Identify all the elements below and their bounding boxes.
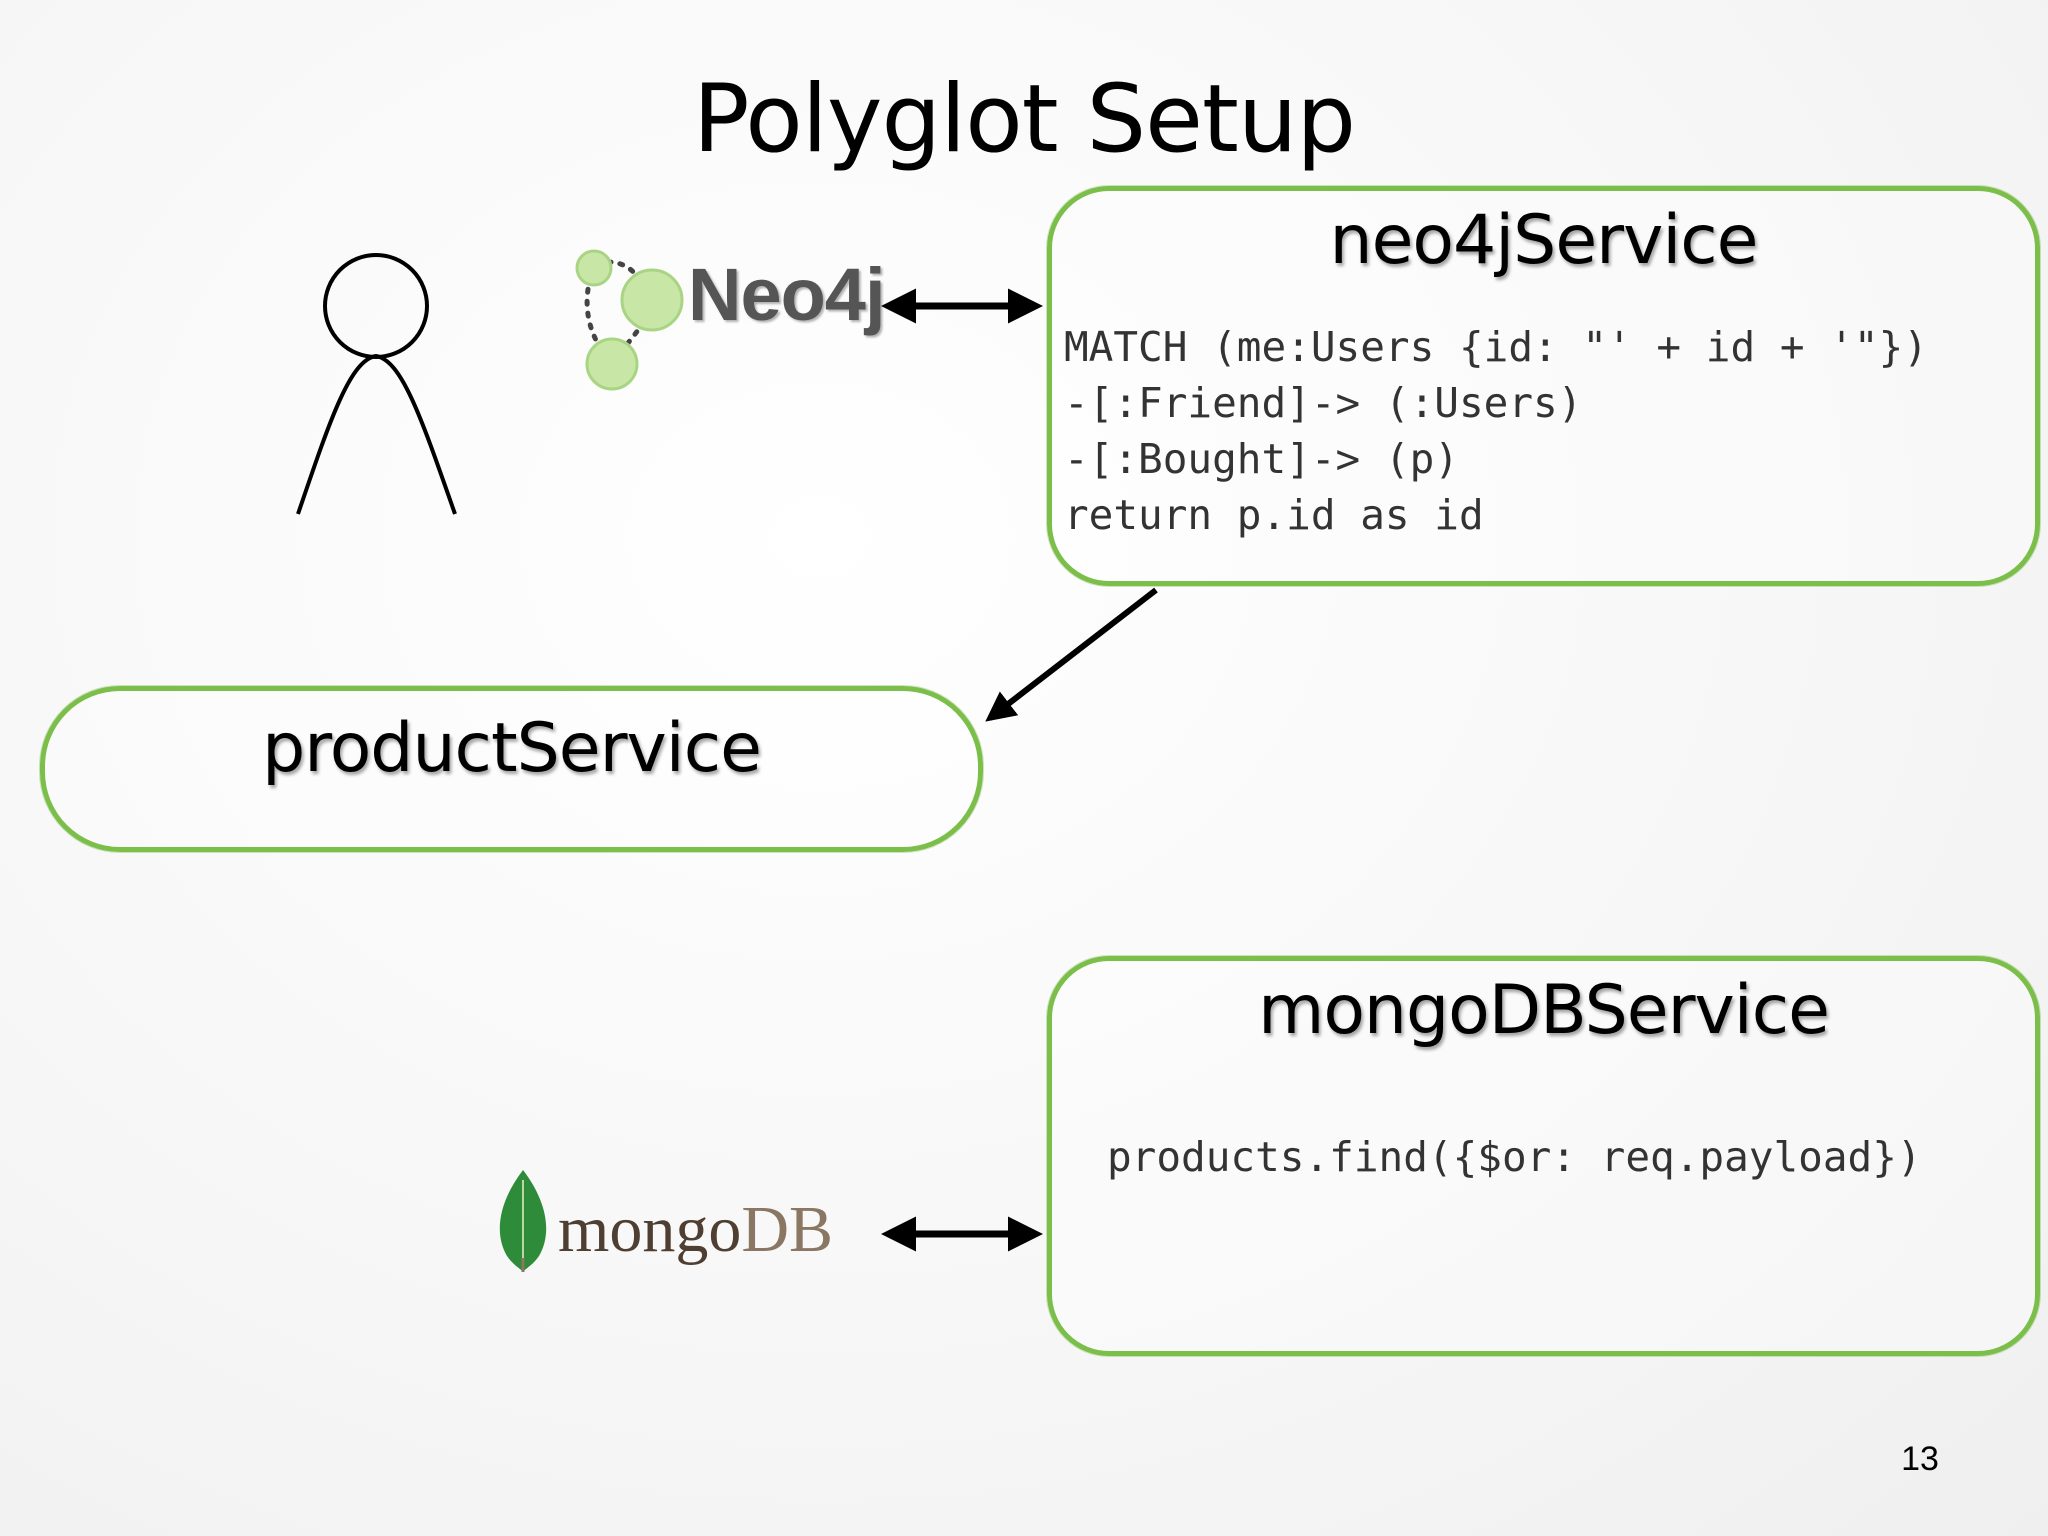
code-line: return p.id as id (1064, 491, 1484, 539)
neo4j-service-title: neo4jService (1329, 201, 1758, 280)
code-line: MATCH (me:Users {id: "' + id + '"}) (1064, 323, 1928, 371)
code-line: -[:Friend]-> (:Users) (1064, 379, 1583, 427)
person-outline-icon (296, 253, 457, 515)
neo4j-graph-nodes-icon (575, 249, 684, 391)
neo4j-service-box: neo4jService MATCH (me:Users {id: "' + i… (1047, 186, 2040, 586)
neo4j-to-product-arrow (985, 587, 1158, 722)
neo4j-cypher-query: MATCH (me:Users {id: "' + id + '"}) -[:Fr… (1064, 319, 1928, 543)
code-line: -[:Bought]-> (p) (1064, 435, 1459, 483)
product-service-box: productService (40, 686, 983, 852)
slide-title: Polyglot Setup (692, 65, 1356, 174)
mongodb-logo-db: DB (741, 1193, 834, 1266)
mongodb-service-box: mongoDBService products.find({$or: req.p… (1047, 956, 2040, 1356)
mongodb-service-title: mongoDBService (1258, 971, 1830, 1050)
product-service-title: productService (262, 709, 762, 788)
mongodb-logo-mongo: mongo (558, 1193, 742, 1266)
neo4j-logo: Neo4j (688, 253, 886, 336)
mongodb-logo: mongoDB (558, 1192, 833, 1268)
mongodb-leaf-icon (499, 1170, 547, 1272)
mongodb-query: products.find({$or: req.payload}) (1107, 1133, 1922, 1181)
page-number: 13 (1901, 1440, 1939, 1478)
